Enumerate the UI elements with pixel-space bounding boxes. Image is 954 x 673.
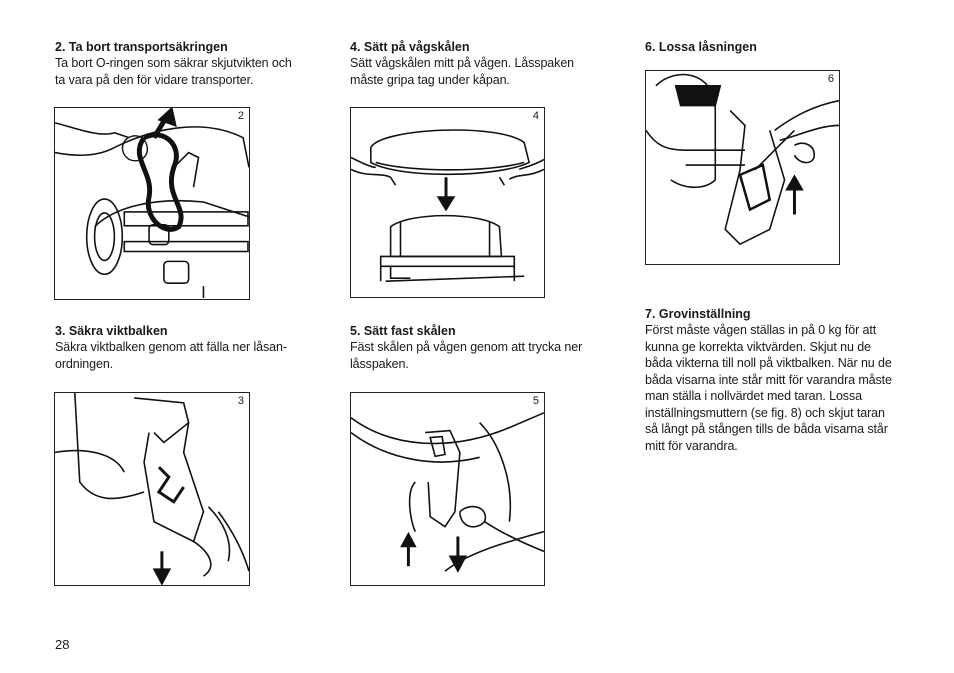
- figure-number: 3: [237, 395, 244, 407]
- section-line: båda vikterna till noll på viktbalken. N…: [645, 356, 892, 370]
- section-line: ordningen.: [55, 356, 114, 371]
- section-line: Sätt vågskålen mitt på vågen. Låsspaken: [350, 56, 575, 70]
- figure-4: 4: [350, 107, 545, 298]
- section-line: båda visarna inte står mitt för varandra…: [645, 372, 892, 387]
- section-2-text: 2. Ta bort transportsäkringen Ta bort O-…: [55, 39, 335, 88]
- section-heading: 2. Ta bort transportsäkringen: [55, 40, 228, 54]
- figure-5: 5: [350, 392, 545, 586]
- section-5-text: 5. Sätt fast skålen Fäst skålen på vågen…: [350, 323, 620, 372]
- section-line: Först måste vågen ställas in på 0 kg för…: [645, 323, 877, 337]
- figure-2: 2: [54, 107, 250, 300]
- figure-number: 5: [532, 395, 539, 407]
- figure-number: 4: [532, 110, 539, 122]
- section-heading: 7. Grovinställning: [645, 307, 751, 321]
- page-number: 28: [55, 637, 70, 652]
- section-line: kunna ge korrekta viktvärden. Skjut nu d…: [645, 339, 871, 354]
- section-heading: 4. Sätt på vågskålen: [350, 40, 470, 54]
- section-line: man ställa i nollvärdet med taran. Lossa: [645, 389, 862, 403]
- bowl-lock-illustration: [351, 412, 544, 573]
- section-heading: 5. Sätt fast skålen: [350, 324, 456, 338]
- section-line: Säkra viktbalken genom att fälla ner lås…: [55, 340, 287, 354]
- section-6-text: 6. Lossa låsningen: [645, 39, 905, 55]
- lock-down-illustration: [55, 393, 249, 585]
- scale-bowl-placement-illustration: [351, 129, 544, 282]
- figure-3: 3: [54, 392, 250, 586]
- figure-6: 6: [645, 70, 840, 265]
- section-heading: 6. Lossa låsningen: [645, 40, 757, 54]
- section-line: Ta bort O-ringen som säkrar skjutvikten …: [55, 56, 292, 70]
- section-7-text: 7. Grovinställning Först måste vågen stä…: [645, 306, 915, 454]
- section-line: mitt för varandra.: [645, 438, 738, 453]
- o-ring-removal-illustration: [55, 108, 249, 299]
- figure-number: 6: [827, 73, 834, 85]
- section-heading: 3. Säkra viktbalken: [55, 324, 168, 338]
- section-line: låsspaken.: [350, 356, 409, 371]
- section-3-text: 3. Säkra viktbalken Säkra viktbalken gen…: [55, 323, 335, 372]
- section-line: ta vara på den för vidare transporter.: [55, 72, 254, 87]
- section-line: Fäst skålen på vågen genom att trycka ne…: [350, 340, 583, 354]
- figure-number: 2: [237, 110, 244, 122]
- unlock-illustration: [646, 73, 839, 246]
- section-4-text: 4. Sätt på vågskålen Sätt vågskålen mitt…: [350, 39, 620, 88]
- section-line: inställningsmuttern (se fig. 8) och skju…: [645, 405, 885, 420]
- section-line: så långt på stången tills de båda visarn…: [645, 422, 888, 436]
- section-line: måste gripa tag under kåpan.: [350, 72, 510, 87]
